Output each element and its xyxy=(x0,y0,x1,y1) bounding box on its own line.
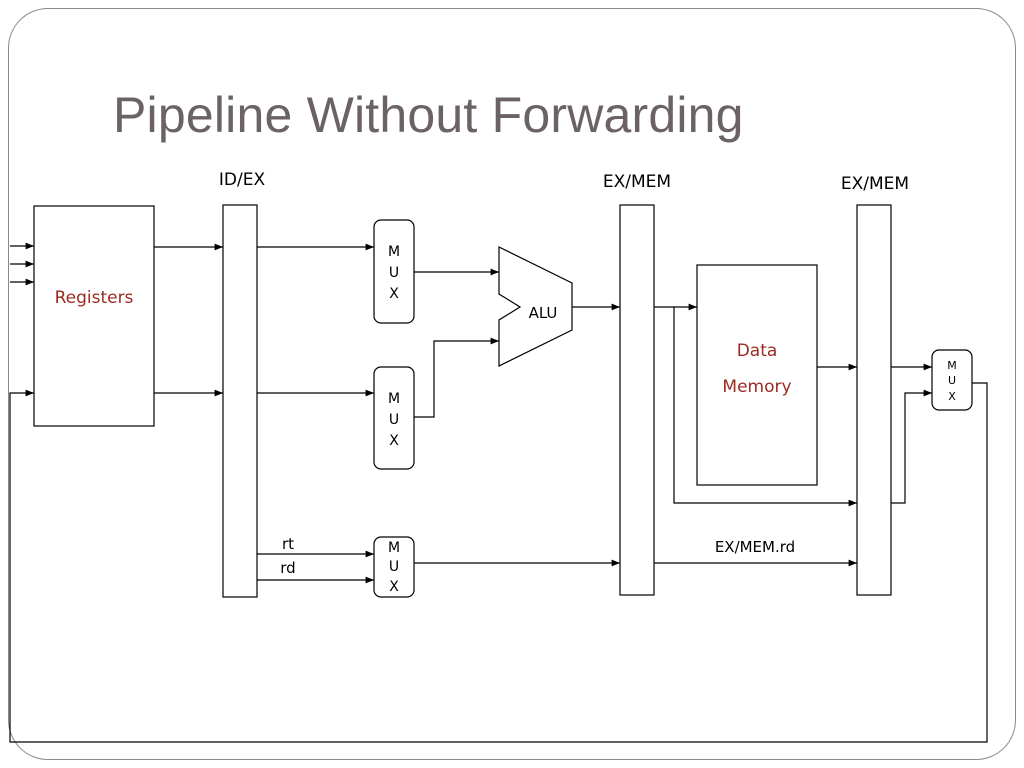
exmem2-to-wbmux-wire-2 xyxy=(891,389,932,504)
writeback-mux-letter-m: M xyxy=(947,359,957,372)
mux-2-letter-u: U xyxy=(389,412,399,428)
id-ex-register xyxy=(222,204,258,598)
mux-3 xyxy=(373,536,415,598)
alu-block xyxy=(498,246,573,367)
writeback-mux xyxy=(931,349,973,411)
slide-frame xyxy=(8,8,1016,760)
registers-block xyxy=(33,205,155,427)
ex-mem-label-2: EX/MEM xyxy=(841,174,909,194)
mux-1-letter-m: M xyxy=(388,244,400,260)
data-memory-label-line2: Memory xyxy=(722,377,791,397)
mux-3-letter-u: U xyxy=(389,559,399,575)
ex-mem-rd-label: EX/MEM.rd xyxy=(715,538,795,556)
alu-label: ALU xyxy=(529,304,558,322)
mux2-to-alu-wire xyxy=(414,337,499,418)
registers-label: Registers xyxy=(55,288,134,308)
ex-mem-register-1 xyxy=(619,204,655,596)
page-title: Pipeline Without Forwarding xyxy=(113,87,744,143)
mux-2 xyxy=(373,366,415,470)
alu-bypass-wire xyxy=(673,307,857,507)
mux-2-letter-x: X xyxy=(389,433,399,449)
writeback-mux-letter-x: X xyxy=(948,390,956,403)
rd-label: rd xyxy=(280,559,295,577)
ex-mem-label-1: EX/MEM xyxy=(603,172,671,192)
writeback-loop-wire xyxy=(9,382,988,743)
writeback-mux-letter-u: U xyxy=(948,374,956,387)
ex-mem-register-2 xyxy=(856,204,892,596)
id-ex-label: ID/EX xyxy=(219,170,266,190)
mux-1-letter-u: U xyxy=(389,265,399,281)
mux-2-letter-m: M xyxy=(388,391,400,407)
mux-1-letter-x: X xyxy=(389,286,399,302)
data-memory-block xyxy=(696,264,818,486)
rt-label: rt xyxy=(282,535,294,553)
data-memory-label-line1: Data xyxy=(737,341,778,361)
mux-3-letter-m: M xyxy=(388,540,400,556)
mux-3-letter-x: X xyxy=(389,579,399,595)
